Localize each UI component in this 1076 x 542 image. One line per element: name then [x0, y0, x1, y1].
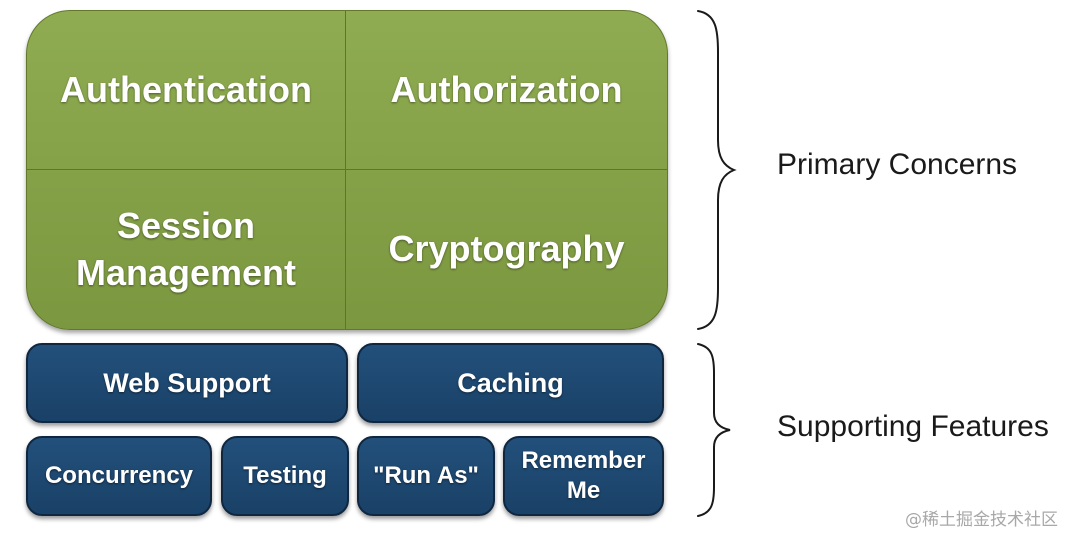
authorization-label: Authorization: [390, 68, 623, 110]
primary-concerns-label: Primary Concerns: [777, 148, 1018, 181]
authentication-label: Authentication: [60, 68, 312, 110]
remember-me-label-line-1: Remember: [521, 447, 646, 474]
remember-me-label-line-2: Me: [566, 477, 601, 504]
caching-box: Caching: [357, 343, 664, 423]
run-as-box: "Run As": [357, 436, 495, 516]
primary-horizontal-divider: [27, 169, 667, 170]
primary-brace-path: [697, 10, 737, 330]
web-support-box: Web Support: [26, 343, 348, 423]
concurrency-box: Concurrency: [26, 436, 212, 516]
remember-me-box: Remember Me: [503, 436, 664, 516]
testing-label: Testing: [243, 462, 327, 489]
cryptography-label: Cryptography: [388, 228, 625, 270]
testing-box: Testing: [221, 436, 349, 516]
primary-vertical-divider: [345, 11, 346, 329]
primary-concerns-brace: [697, 10, 737, 330]
authorization-cell: Authorization: [346, 11, 667, 169]
session-management-label-line-2: Management: [75, 251, 297, 293]
run-as-label: "Run As": [373, 462, 479, 489]
caching-label: Caching: [457, 367, 564, 398]
authentication-cell: Authentication: [27, 11, 345, 169]
primary-concerns-block: Authentication Authorization Session Man…: [26, 10, 668, 330]
watermark: @稀土掘金技术社区: [905, 510, 1058, 530]
supporting-features-label: Supporting Features: [777, 410, 1049, 443]
supporting-brace-path: [697, 343, 731, 517]
concurrency-label: Concurrency: [44, 462, 194, 489]
supporting-features-brace: [697, 343, 731, 517]
web-support-label: Web Support: [103, 367, 271, 398]
session-management-cell: Session Management: [27, 170, 345, 329]
session-management-label-line-1: Session: [116, 204, 256, 246]
cryptography-cell: Cryptography: [346, 170, 667, 329]
